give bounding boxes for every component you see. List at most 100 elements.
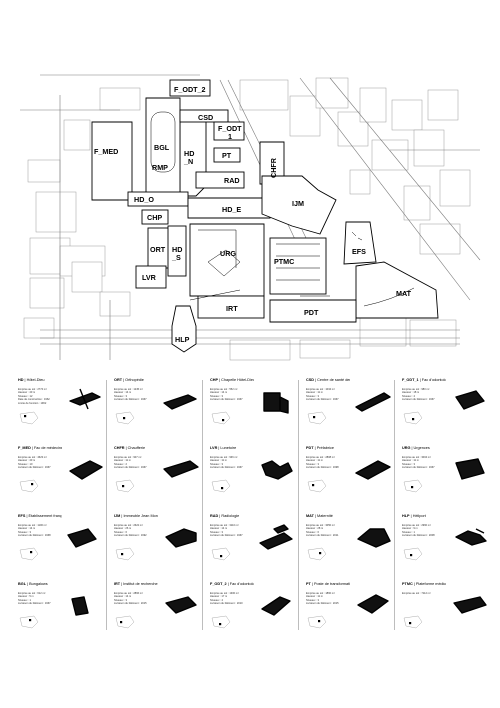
building-code: PDT [306,446,314,450]
building-fact: Emprise au sol : 3004 m² [402,456,431,459]
building-efs [343,221,377,265]
building-card-title: BGL | Bungalows [18,582,62,586]
building-volume [165,528,197,548]
building-code: RAD [210,514,219,518]
minimap-site-outline [307,547,327,561]
building-fact: Niveaux : 4 [210,598,223,602]
building-volume [455,390,485,410]
building-name: | Centre de santé dentaire [315,378,350,382]
building-fact: Livraison du bâtiment : 2011 [306,534,339,538]
building-fact: Niveaux : 2 [114,462,127,466]
minimap-site-outline [19,411,39,425]
building-volume [259,524,293,550]
building-fact: Livraison du bâtiment : 1967 [210,466,243,470]
building-pt [213,147,241,163]
building-fact: Hauteur : 11 m [306,595,323,599]
building-fact: Emprise au sol : 552 m² [210,388,238,391]
building-card-title: LVR | Lunetoire [210,446,254,450]
building-3d-model [455,390,485,410]
building-code: BGL [18,582,27,586]
building-3d-model [165,596,197,614]
label-hd-n-line-2: _N [183,157,193,166]
building-fact: Emprise au sol : 907 m² [114,456,142,459]
building-volume [69,388,101,410]
building-volume [69,460,103,480]
location-minimap [19,615,39,629]
building-urg [189,223,265,297]
building-fact: Emprise au sol : 612 m² [18,592,46,595]
building-3d-model [261,596,291,616]
minimap-site-outline [403,411,423,425]
building-fact: Niveaux : 3 [210,462,223,466]
minimap-building-marker [412,418,415,421]
label-hd-e: HD_E [222,205,241,214]
minimap-site-outline [211,547,231,561]
minimap-site-outline [307,479,327,493]
building-fact: Livraison du bâtiment : 2015 [114,602,147,606]
minimap-site-outline [19,615,39,629]
building-code: CHFR [114,446,125,450]
label-f-odt-2: F_ODT_2 [174,85,206,94]
building-code: MAT [306,514,314,518]
building-fact: Emprise au sol : 3110 m² [210,524,239,527]
building-fact: Hauteur : 11 m [402,459,419,463]
building-fact: Emprise au sol : 1100 m² [18,524,47,527]
building-card-title: HD | Hôtel-Dieu [18,378,62,382]
building-code: F_MED [18,446,31,450]
building-lvr [135,265,167,289]
building-fact: Hauteur : 11 m [114,459,131,463]
minimap-building-marker [410,554,413,557]
label-mat: MAT [396,289,412,298]
building-card-title: F_MED | Fac de médecine [18,446,62,450]
building-volume [455,458,485,480]
minimap-site-outline [403,615,423,629]
minimap-building-marker [123,417,126,420]
building-name: | Orthopédie [122,378,144,382]
building-3d-model [455,458,485,480]
building-fact: Niveaux : 1 [402,530,415,534]
column-divider [394,380,395,630]
building-fact: Hauteur : 26 m [114,527,132,531]
building-fact: Livraison du bâtiment : 1967 [210,398,243,402]
building-3d-model [357,528,391,548]
location-minimap [115,547,135,561]
building-volume [261,460,293,480]
building-fact: Niveaux : 3 [402,462,415,466]
building-volume [67,528,97,548]
building-name: | Chapelle Hôtel-Dieu [218,378,254,382]
building-fact: Emprise au sol : 2622 m² [114,524,143,527]
building-fact: Hauteur : 11 m [306,391,323,395]
building-details [150,111,415,307]
building-fact: Hauteur : 18 m [402,391,420,395]
building-labels: F_ODT_2 CSD F_ODT_1 PT BGL RMP HD_N CHFR… [94,85,412,344]
location-minimap [115,411,135,425]
label-rad: RAD [224,176,240,185]
building-3d-model [163,460,199,478]
label-f-odt-1-line-2: _1 [223,132,232,141]
label-chfr: CHFR [269,157,278,178]
building-3d-model [355,460,391,480]
building-fact: Hauteur : 11 m [210,459,227,463]
label-bgl: BGL [154,143,170,152]
label-chp: CHP [147,213,162,222]
building-3d-model [263,392,289,414]
building-f-odt-2 [169,79,211,97]
building-csd [179,109,229,123]
building-card: CSD | Centre de santé dentaireEmprise au… [306,378,394,426]
minimap-site-outline [307,411,327,425]
location-minimap [403,547,423,561]
building-3d-model [71,596,89,616]
building-name: | Lunetoire [217,446,237,450]
